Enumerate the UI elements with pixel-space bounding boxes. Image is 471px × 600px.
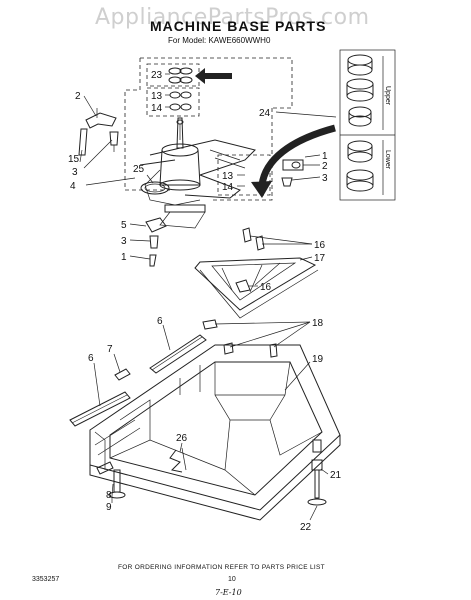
page-number: 10 <box>228 576 236 583</box>
callout-2b: 2 <box>322 161 328 172</box>
rail-6-lower <box>69 391 131 427</box>
callout-23: 23 <box>151 70 163 81</box>
callout-9: 9 <box>106 502 112 513</box>
bearing-inset <box>339 49 396 201</box>
pins-16 <box>235 227 265 293</box>
site-watermark: AppliancePartsPros.com <box>95 5 370 30</box>
callout-6: 6 <box>157 316 163 327</box>
callout-24: 24 <box>259 108 271 119</box>
callout-25: 25 <box>133 164 145 175</box>
callout-19: 19 <box>312 354 324 365</box>
clip-parts-left <box>78 108 119 156</box>
callout-13b: 13 <box>222 171 234 182</box>
seal-parts-top <box>168 67 193 140</box>
callout-17: 17 <box>314 253 326 264</box>
callout-15: 15 <box>68 154 80 165</box>
handwritten-mark: 7-E-10 <box>215 588 242 597</box>
callout-6b: 6 <box>88 353 94 364</box>
clip-7 <box>114 368 131 381</box>
callout-16b: 16 <box>260 282 272 293</box>
model-subtitle: For Model: KAWE660WWH0 <box>168 36 271 45</box>
callout-26: 26 <box>176 433 188 444</box>
page-title: MACHINE BASE PARTS <box>150 18 327 34</box>
pins-18 <box>202 319 278 358</box>
callout-numbers: 23 2 13 14 15 3 25 4 24 1 2 3 13 14 5 3 … <box>68 70 342 533</box>
lower-bearing-label: Lower <box>384 150 391 170</box>
callout-3c: 3 <box>121 236 127 247</box>
callout-2: 2 <box>75 91 81 102</box>
callout-14: 14 <box>151 103 163 114</box>
transmission-assembly <box>139 117 256 229</box>
top-brace-17 <box>194 257 319 319</box>
upper-bearing-label: Upper <box>384 86 391 106</box>
spring-26 <box>169 447 187 473</box>
callout-16: 16 <box>314 240 326 251</box>
drive-assembly-box <box>124 57 293 201</box>
arrow-to-23 <box>195 68 232 84</box>
callout-3b: 3 <box>322 173 328 184</box>
callout-14b: 14 <box>222 182 234 193</box>
base-frame-19 <box>89 344 341 521</box>
callout-18: 18 <box>312 318 324 329</box>
lower-clip-parts <box>145 217 167 267</box>
ordering-note: FOR ORDERING INFORMATION REFER TO PARTS … <box>118 564 325 571</box>
arrow-to-24 <box>251 124 336 198</box>
callout-1b: 1 <box>121 252 127 263</box>
leveling-foot-left <box>96 461 126 499</box>
callout-13: 13 <box>151 91 163 102</box>
callout-1: 1 <box>322 151 328 162</box>
rail-6-upper <box>149 334 207 374</box>
leader-lines <box>79 73 337 521</box>
callout-22: 22 <box>300 522 312 533</box>
callout-7: 7 <box>107 344 113 355</box>
callout-8: 8 <box>106 490 112 501</box>
callout-5: 5 <box>121 220 127 231</box>
document-number: 3353257 <box>32 576 60 583</box>
callout-3: 3 <box>72 167 78 178</box>
callout-21: 21 <box>330 470 342 481</box>
callout-4: 4 <box>70 181 76 192</box>
